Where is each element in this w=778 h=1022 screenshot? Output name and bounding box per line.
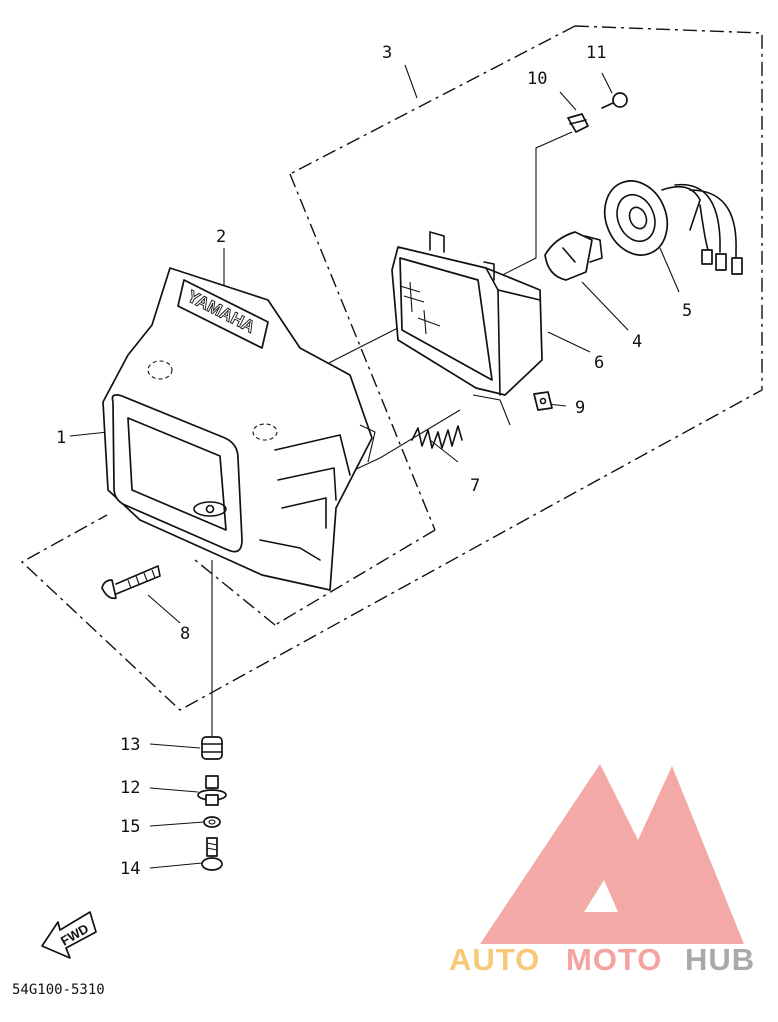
assembly-boundary-inner [289, 173, 436, 531]
adjuster-nut [533, 391, 553, 411]
callout-11: 11 [586, 43, 606, 63]
headlight-unit [391, 231, 543, 396]
assembly-boundary-inner [274, 529, 436, 626]
callout-6: 6 [594, 353, 604, 373]
adjusting-screw [601, 92, 628, 109]
callout-1: 1 [56, 428, 66, 448]
assembly-boundary-inner [289, 25, 576, 175]
callout-8: 8 [180, 624, 190, 644]
callout-5: 5 [682, 301, 692, 321]
watermark-moto: MOTO [566, 942, 662, 977]
automotohub-logo [480, 764, 744, 944]
mounting-clip [567, 113, 589, 133]
callout-4: 4 [632, 332, 642, 352]
callout-10: 10 [527, 69, 547, 89]
collar [197, 775, 227, 806]
headlight-cowling [102, 267, 376, 591]
headlight-bulb [544, 231, 603, 281]
adjusting-spring [411, 425, 463, 449]
screw [201, 837, 223, 871]
grommet [201, 736, 223, 760]
assembly-boundary [20, 25, 763, 711]
callout-7: 7 [470, 476, 480, 496]
callout-14: 14 [120, 859, 140, 879]
fwd-arrow-icon: FWD [41, 911, 97, 959]
callout-2: 2 [216, 227, 226, 247]
washer [203, 816, 221, 828]
callout-12: 12 [120, 778, 140, 798]
mounting-bolt [101, 565, 161, 600]
callout-15: 15 [120, 817, 140, 837]
assembly-boundary-inner [194, 559, 276, 626]
bulb-socket [603, 180, 743, 275]
callout-13: 13 [120, 735, 140, 755]
watermark-hub: HUB [685, 942, 755, 977]
watermark-auto: AUTO [449, 942, 540, 977]
callout-3: 3 [382, 43, 392, 63]
callout-9: 9 [575, 398, 585, 418]
part-code: 54G100-5310 [12, 982, 105, 998]
